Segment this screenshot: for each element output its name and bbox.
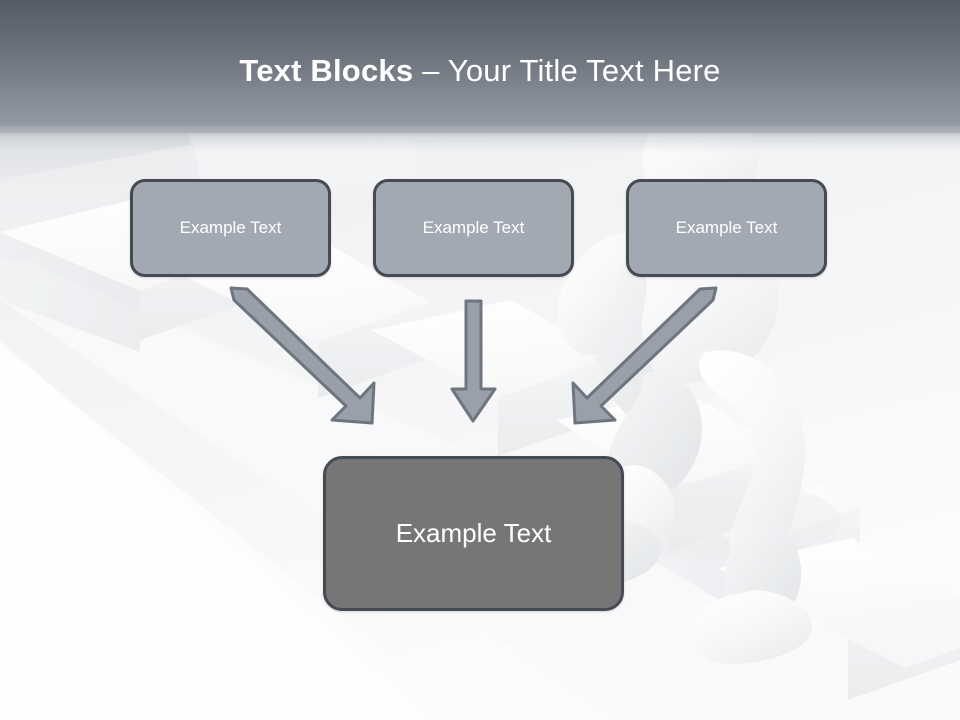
text-block-1[interactable]: Example Text bbox=[130, 179, 331, 277]
page-title: Text Blocks – Your Title Text Here bbox=[0, 52, 960, 90]
page-title-rest: Your Title Text Here bbox=[447, 53, 721, 88]
text-block-3[interactable]: Example Text bbox=[626, 179, 827, 277]
text-block-3-label: Example Text bbox=[675, 218, 778, 237]
text-block-main-label: Example Text bbox=[395, 518, 552, 548]
text-block-2[interactable]: Example Text bbox=[373, 179, 574, 277]
text-block-main[interactable]: Example Text bbox=[323, 456, 624, 611]
page-title-strong: Text Blocks bbox=[239, 53, 414, 88]
text-block-2-label: Example Text bbox=[422, 218, 525, 237]
text-block-1-label: Example Text bbox=[179, 218, 282, 237]
header-band bbox=[0, 0, 960, 133]
page-title-separator: – bbox=[413, 53, 448, 88]
